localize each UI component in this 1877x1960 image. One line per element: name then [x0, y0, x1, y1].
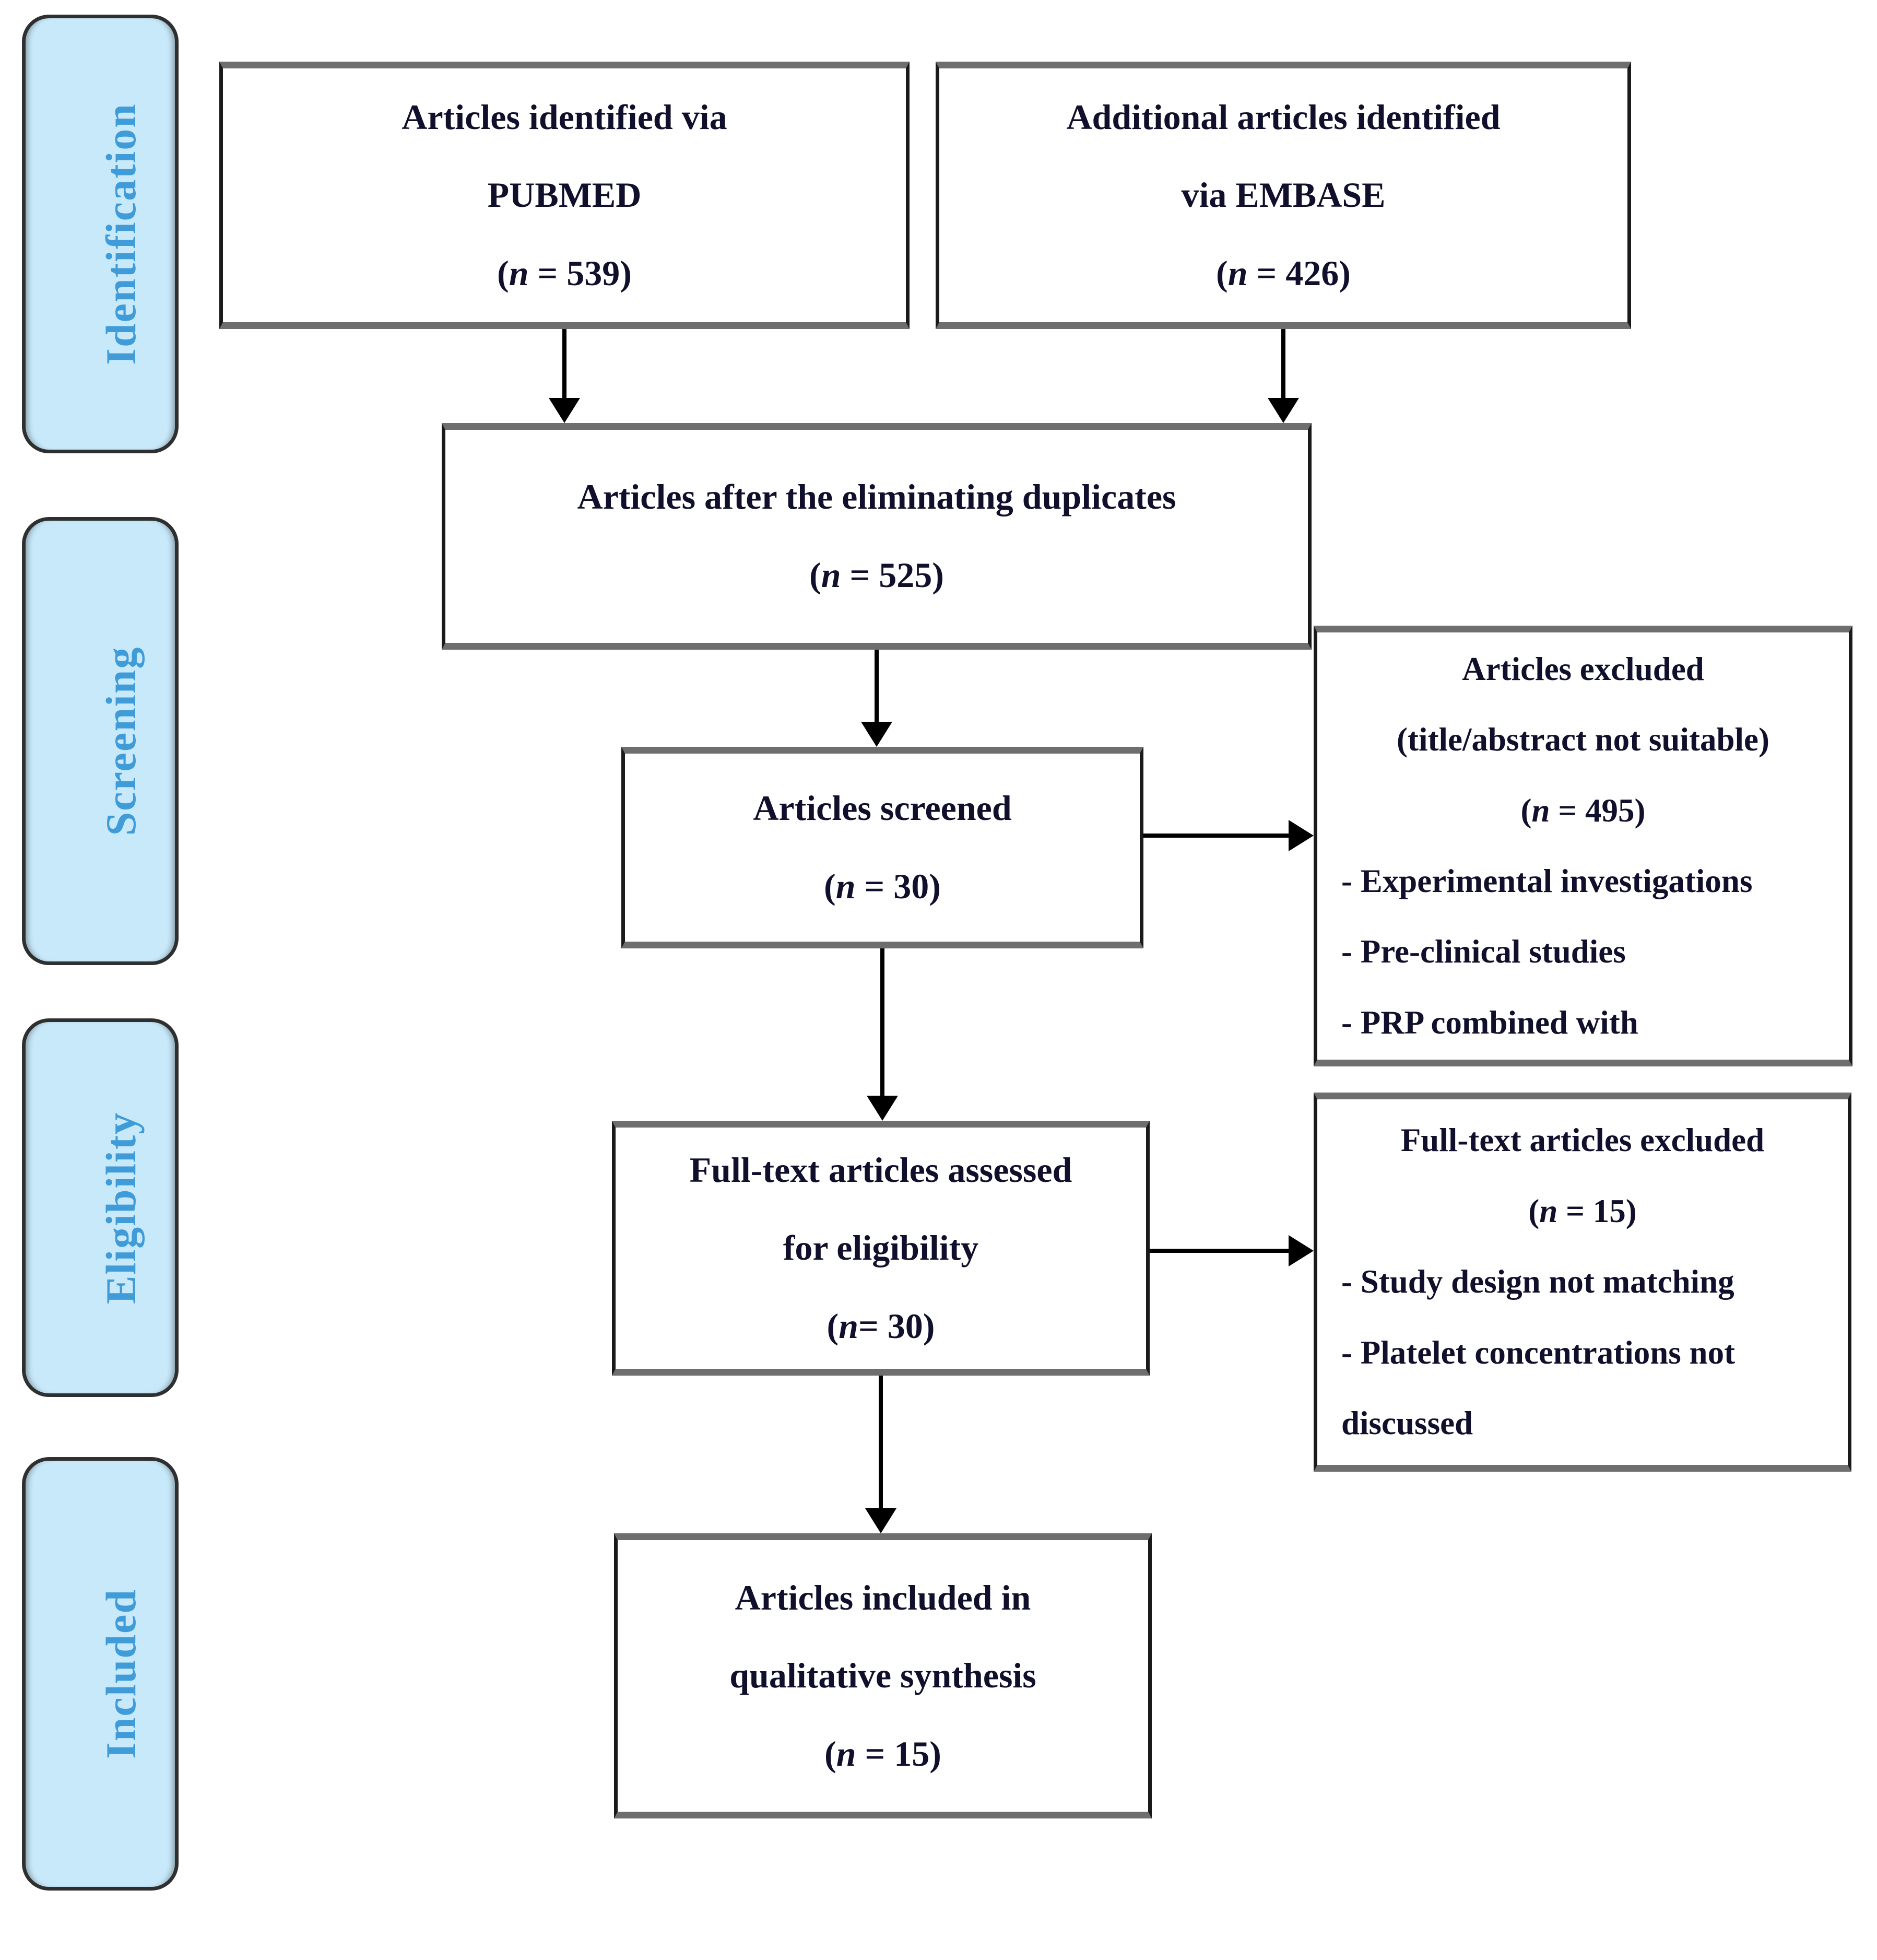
arrowhead-down-icon: [549, 398, 580, 423]
excluded-screening-title: Articles excluded (title/abstract not sui…: [1332, 634, 1834, 846]
box-fulltext-excluded: Full-text articles excluded (n = 15) - St…: [1314, 1093, 1851, 1472]
stage-label-eligibility: Eligibility: [22, 1018, 179, 1397]
stage-label-text: Eligibility: [97, 1111, 145, 1304]
arrowhead-right-icon: [1289, 1235, 1314, 1266]
text-line: Articles screened: [753, 788, 1012, 828]
arrow-line: [1281, 329, 1285, 399]
arrow-line: [879, 1376, 883, 1509]
box-articles-included: Articles included in qualitative synthesi…: [614, 1533, 1152, 1818]
box-additional-articles-embase: Additional articles identified via EMBASE…: [936, 62, 1631, 329]
arrow-line: [1150, 1249, 1290, 1253]
text-line: Full-text articles assessed: [689, 1149, 1072, 1190]
arrow-line: [880, 948, 884, 1097]
stage-label-identification: Identification: [22, 15, 179, 453]
box-articles-excluded-screening: Articles excluded (title/abstract not sui…: [1314, 626, 1852, 1066]
text-line: - Platelet concentrations not: [1341, 1334, 1736, 1371]
fulltext-excluded-title: Full-text articles excluded (n = 15): [1332, 1105, 1833, 1247]
excluded-screening-reasons: - Experimental investigations - Pre-clini…: [1332, 846, 1834, 1058]
arrow-line: [1143, 834, 1291, 838]
text-line: Articles after the eliminating duplicate…: [577, 477, 1176, 517]
arrowhead-down-icon: [861, 722, 892, 747]
arrowhead-right-icon: [1289, 820, 1314, 851]
stage-label-text: Screening: [97, 646, 145, 836]
arrowhead-down-icon: [867, 1096, 898, 1121]
text-line: (n = 539): [497, 253, 632, 293]
text-line: - Pre-clinical studies: [1341, 933, 1626, 970]
text-line: Articles excluded: [1462, 650, 1704, 687]
text-line: Additional articles identified: [1066, 97, 1501, 137]
arrowhead-down-icon: [865, 1508, 896, 1533]
text-line: (n = 426): [1216, 253, 1351, 293]
text-line: qualitative synthesis: [729, 1656, 1036, 1696]
text-line: - Study design not matching: [1341, 1263, 1734, 1300]
stage-label-included: Included: [22, 1457, 179, 1891]
stage-label-text: Included: [97, 1589, 145, 1759]
box-fulltext-assessed: Full-text articles assessed for eligibili…: [612, 1121, 1150, 1376]
stage-label-text: Identification: [97, 103, 145, 365]
text-line: Articles included in: [735, 1577, 1031, 1617]
text-line: (title/abstract not suitable): [1397, 721, 1769, 758]
text-line: (n = 15): [1528, 1192, 1637, 1229]
arrowhead-down-icon: [1268, 398, 1299, 423]
text-line: - PRP combined with: [1341, 1004, 1638, 1041]
text-line: (n = 30): [824, 866, 941, 906]
text-line: (n = 15): [824, 1733, 941, 1774]
text-line: for eligibility: [783, 1228, 979, 1268]
text-line: Full-text articles excluded: [1400, 1122, 1765, 1159]
box-articles-screened: Articles screened (n = 30): [621, 747, 1143, 948]
box-articles-after-duplicates: Articles after the eliminating duplicate…: [442, 423, 1312, 650]
text-line: via EMBASE: [1181, 175, 1386, 215]
fulltext-excluded-reasons: - Study design not matching - Platelet co…: [1332, 1247, 1833, 1459]
text-line: (n = 525): [809, 555, 944, 595]
text-line: (n= 30): [827, 1306, 935, 1346]
text-line: - Experimental investigations: [1341, 863, 1753, 899]
text-line: (n = 495): [1520, 792, 1646, 829]
text-line: Articles identified via: [402, 97, 727, 137]
text-line: PUBMED: [487, 175, 642, 215]
stage-label-screening: Screening: [22, 517, 179, 965]
text-line: discussed: [1341, 1405, 1473, 1442]
arrow-line: [562, 329, 566, 399]
arrow-line: [875, 650, 879, 723]
